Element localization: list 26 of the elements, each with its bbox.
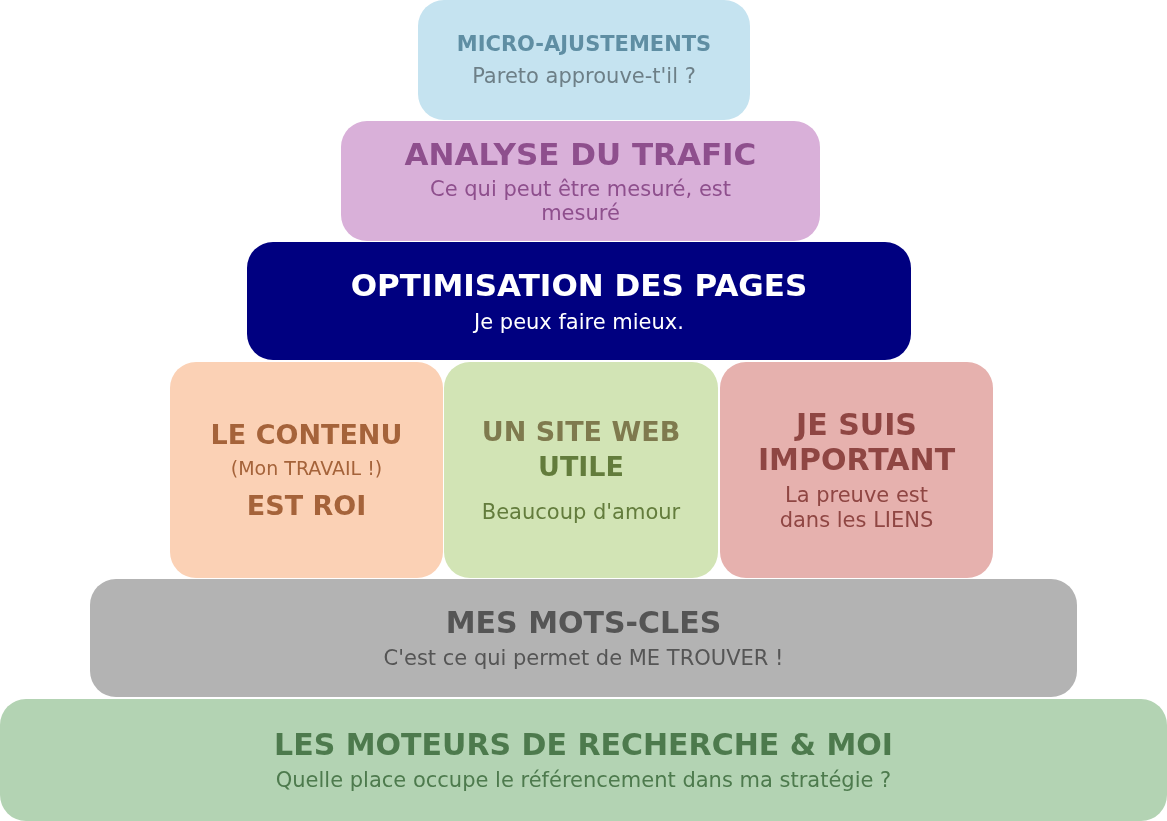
pyramid-tier (720, 362, 993, 578)
tier-heading: UTILE (537, 450, 624, 482)
tier-text: La preuve est dans les LIENS (778, 483, 935, 532)
pyramid-tier (444, 362, 718, 578)
pyramid-tier (170, 362, 443, 578)
tier-heading: LE CONTENU (210, 419, 403, 451)
pyramid-tier (247, 242, 911, 360)
tier-text: Beaucoup d'amour (481, 499, 681, 525)
tier-heading: UN SITE WEB (481, 415, 681, 447)
tier-heading: EST ROI (246, 489, 367, 521)
tier-heading: LES MOTEURS DE RECHERCHE & MOI (274, 727, 893, 763)
tier-text: Ce qui peut être mesuré, est mesuré (429, 176, 732, 225)
pyramid-tier (0, 699, 1167, 821)
pyramid-tier (341, 121, 820, 241)
tier-heading: ANALYSE DU TRAFIC (404, 137, 757, 173)
tier-text: Pareto approuve-t'il ? (472, 64, 696, 89)
pyramid-tier (418, 0, 750, 120)
tier-text: (Mon TRAVAIL !) (230, 458, 383, 480)
pyramid-tier (90, 579, 1077, 697)
tier-text: Je peux faire mieux. (474, 309, 684, 334)
tier-heading: JE SUIS IMPORTANT (756, 408, 957, 478)
tier-heading: MES MOTS-CLES (445, 605, 722, 641)
tier-text: Quelle place occupe le référencement dans ma stratégie ? (275, 768, 892, 793)
tier-heading: OPTIMISATION DES PAGES (350, 268, 808, 304)
tier-heading: MICRO-AJUSTEMENTS (456, 31, 712, 56)
tier-text: C'est ce qui permet de ME TROUVER ! (383, 646, 784, 671)
